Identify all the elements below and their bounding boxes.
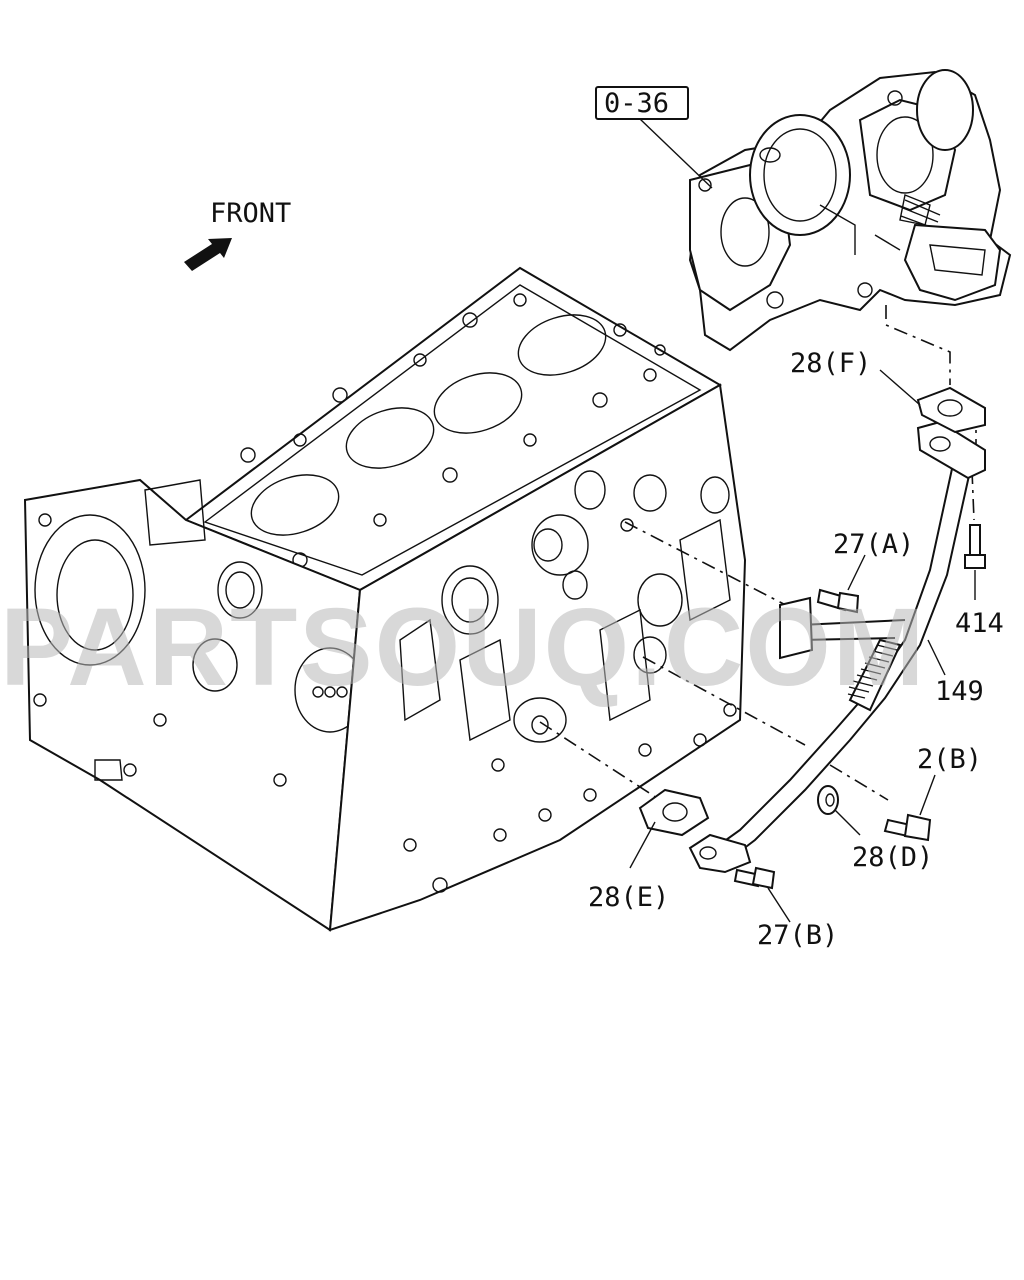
callout-414: 414 xyxy=(955,608,1004,639)
bolt-2b xyxy=(883,813,932,842)
callout-28f: 28(F) xyxy=(790,348,871,379)
corrugated-hose xyxy=(847,638,902,712)
bolt-414 xyxy=(964,524,986,569)
turbocharger: 0-36 xyxy=(595,69,1012,352)
reference-box xyxy=(595,86,689,120)
bolt-27b xyxy=(733,866,776,890)
cylinder-block xyxy=(23,266,747,932)
oil-pipe xyxy=(688,420,986,874)
leader-lines xyxy=(629,369,976,923)
gasket-28e xyxy=(638,788,710,837)
front-direction-indicator: FRONT xyxy=(184,198,291,271)
callout-27a: 27(A) xyxy=(833,529,914,560)
callout-labels: 28(F) 27(A) 414 149 2(B) 28(D) 28(E) 27(… xyxy=(588,348,1004,951)
washer-28d xyxy=(817,785,839,815)
front-label: FRONT xyxy=(210,198,291,229)
watermark: PARTSOUQ.COM xyxy=(0,586,926,709)
gasket-28f xyxy=(916,386,986,434)
bolt-27a xyxy=(816,588,860,614)
reference-label: 0-36 xyxy=(604,88,669,119)
front-arrow-icon xyxy=(184,238,232,271)
callout-27b: 27(B) xyxy=(757,920,838,951)
callout-28e: 28(E) xyxy=(588,882,669,913)
assembly-guide-lines xyxy=(539,305,977,801)
callout-2b: 2(B) xyxy=(917,744,982,775)
callout-28d: 28(D) xyxy=(852,842,933,873)
callout-149: 149 xyxy=(935,676,984,707)
